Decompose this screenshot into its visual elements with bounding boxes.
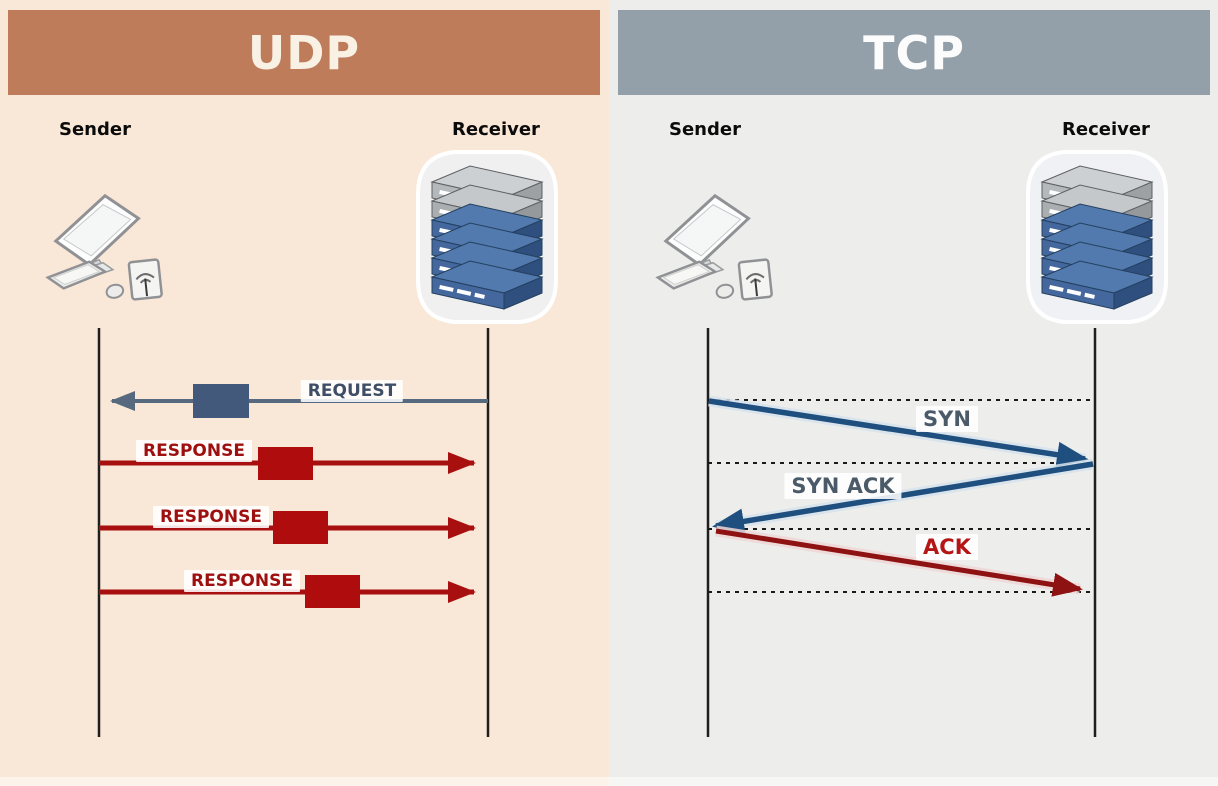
udp-request-label: REQUEST: [300, 380, 404, 402]
udp-receiver-label: Receiver: [452, 119, 540, 140]
udp-panel: UDP Sender Receiver: [0, 0, 609, 786]
udp-sender-label: Sender: [59, 119, 131, 140]
tcp-ack-label: ACK: [916, 534, 978, 560]
tcp-synack-label: SYN ACK: [784, 473, 902, 499]
udp-header: UDP: [8, 10, 600, 95]
tcp-panel: TCP Sender Receiver: [609, 0, 1218, 786]
tcp-syn-label: SYN: [916, 406, 978, 432]
udp-response-label-2: RESPONSE: [153, 506, 269, 528]
bottom-highlight-strip: [0, 777, 1218, 786]
tcp-sender-label: Sender: [669, 119, 741, 140]
udp-title: UDP: [247, 25, 361, 80]
tcp-receiver-server-icon: [1026, 150, 1168, 324]
tcp-header: TCP: [618, 10, 1210, 95]
udp-receiver-server-icon: [416, 150, 558, 324]
udp-response-label-3: RESPONSE: [184, 570, 300, 592]
udp-response-label-1: RESPONSE: [136, 440, 252, 462]
tcp-receiver-label: Receiver: [1062, 119, 1150, 140]
udp-sender-computer-icon: [45, 193, 163, 301]
tcp-sender-computer-icon: [655, 193, 773, 301]
tcp-title: TCP: [863, 25, 965, 80]
